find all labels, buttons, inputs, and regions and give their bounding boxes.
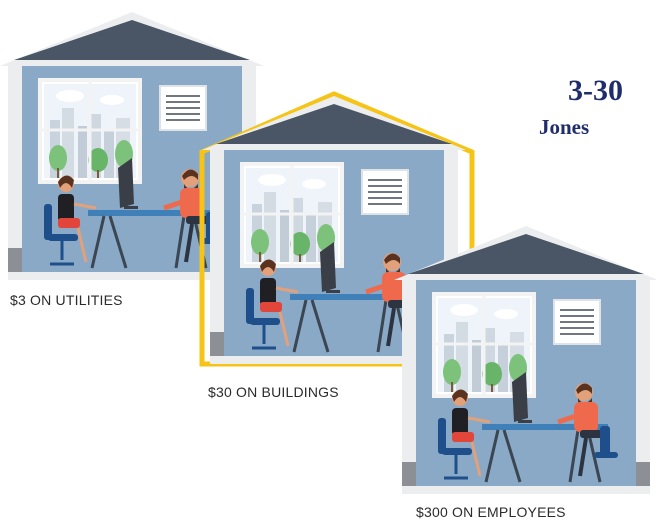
house-employees: [394, 226, 656, 494]
caption-employees: $300 ON EMPLOYEES: [416, 504, 566, 520]
heading-line-2: Jones: [539, 115, 590, 139]
caption-buildings: $30 ON BUILDINGS: [208, 384, 339, 400]
caption-utilities: $3 ON UTILITIES: [10, 292, 123, 308]
heading-line-1: 3-30: [568, 74, 623, 107]
